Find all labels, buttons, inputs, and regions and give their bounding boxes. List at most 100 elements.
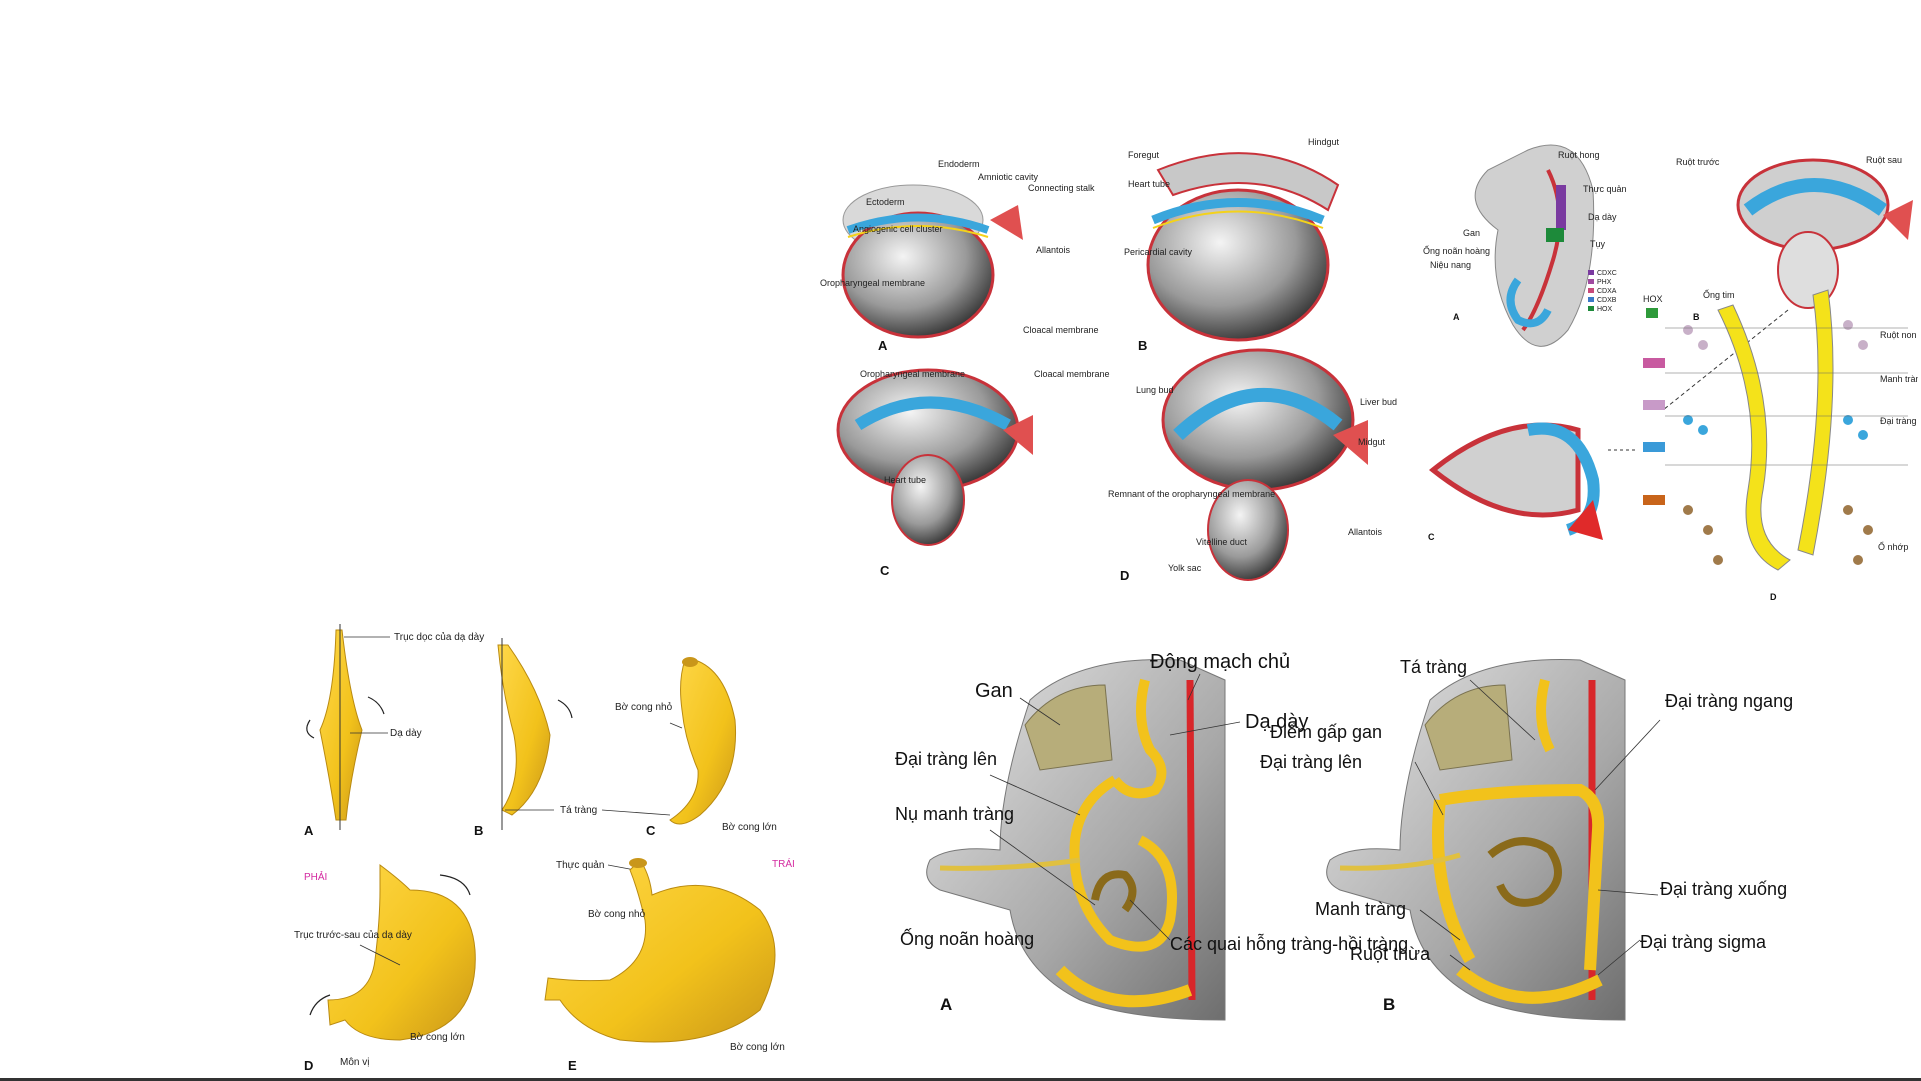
label-stage-a: A xyxy=(878,338,888,353)
legend-item-1: PHX xyxy=(1597,279,1612,286)
label-oropharyngeal: Oropharyngeal membrane xyxy=(820,278,925,288)
label-tuy: Tụy xyxy=(1590,239,1606,249)
label-ruot-non: Ruột non xyxy=(1880,330,1917,340)
panel-embryo-folding: Endoderm Amniotic cavity Ectoderm Connec… xyxy=(818,125,1418,595)
label-ruot-thua: Ruột thừa xyxy=(1350,944,1431,964)
label-midgut: Midgut xyxy=(1358,437,1386,447)
stomach-stage-d xyxy=(309,863,476,1041)
label-hox-a: A xyxy=(1453,312,1460,322)
label-nieu-nang: Niệu nang xyxy=(1430,260,1471,270)
hox-legend: CDXC PHX CDXA CDXB HOX xyxy=(1588,270,1617,313)
stomach-stage-c xyxy=(669,657,737,825)
legend-item-2: CDXA xyxy=(1597,288,1617,295)
label-yolk-sac: Yolk sac xyxy=(1168,563,1202,573)
hox-stage-d xyxy=(1643,289,1908,571)
label-stage-b: B xyxy=(1138,338,1147,353)
label-dai-trang: Đại tràng xyxy=(1880,416,1917,426)
label-truc-doc: Trục dọc của dạ dày xyxy=(394,631,484,643)
label-ong-noan-hoang: Ống noãn hoàng xyxy=(900,928,1034,949)
label-manh-trang: Manh tràng xyxy=(1315,899,1406,919)
hox-stage-a xyxy=(1474,144,1595,347)
fold-stage-a xyxy=(841,184,1023,339)
label-da-day-b: Dạ dày xyxy=(1245,711,1308,733)
label-stomach-b: B xyxy=(474,823,483,838)
label-ong-tim: Ống tim xyxy=(1703,289,1735,300)
label-stomach-c: C xyxy=(646,823,656,838)
label-ta-trang: Tá tràng xyxy=(1400,657,1467,677)
label-bo-cong-lon-c: Bờ cong lớn xyxy=(722,822,777,833)
label-midgut-b: B xyxy=(1383,995,1395,1014)
label-hox-d: D xyxy=(1770,592,1777,602)
embryo-folding-figure: Endoderm Amniotic cavity Ectoderm Connec… xyxy=(820,137,1397,583)
panel-midgut: Gan Động mạch chủ Đại tràng lên Dạ dày N… xyxy=(880,640,1910,1070)
label-cloacal-c: Cloacal membrane xyxy=(1034,369,1110,379)
legend-item-3: CDXB xyxy=(1597,297,1617,304)
label-o-nhop: Ổ nhớp xyxy=(1878,541,1908,552)
stomach-stage-b xyxy=(497,638,573,830)
label-thuc-quan: Thực quản xyxy=(1583,184,1627,194)
label-bo-cong-lon-d: Bờ cong lớn xyxy=(410,1032,465,1043)
label-allantois-d: Allantois xyxy=(1348,527,1383,537)
label-allantois: Allantois xyxy=(1036,245,1071,255)
legend-item-0: CDXC xyxy=(1597,270,1617,277)
panel-stomach-rotation: Trục dọc của dạ dày Dạ dày A B Bờ cong n… xyxy=(290,620,810,1075)
label-thuc-quan-e: Thực quản xyxy=(556,860,604,871)
label-heart-tube: Heart tube xyxy=(1128,179,1170,189)
label-cloacal: Cloacal membrane xyxy=(1023,325,1099,335)
label-truc-truoc-sau: Trục trước-sau của dạ dày xyxy=(294,929,412,941)
label-da-day-a: Dạ dày xyxy=(390,728,422,739)
hox-stage-c xyxy=(1428,422,1603,540)
label-remnant: Remnant of the oropharyngeal membrane xyxy=(1108,489,1275,499)
label-endoderm: Endoderm xyxy=(938,159,980,169)
label-gan-a: Gan xyxy=(975,680,1013,702)
label-trai: TRÁI xyxy=(772,857,795,870)
label-bo-cong-nho: Bờ cong nhỏ xyxy=(615,701,673,713)
fold-stage-b xyxy=(1146,152,1340,342)
bottom-border xyxy=(0,1078,1921,1081)
label-midgut-a: A xyxy=(940,995,952,1014)
label-connecting: Connecting stalk xyxy=(1028,183,1095,193)
hox-gut-figure: Ruột hong Thực quản Dạ dày Gan Tụy Ống n… xyxy=(1423,144,1921,602)
label-vitelline: Vitelline duct xyxy=(1196,537,1247,547)
label-ruot-truoc: Ruột trước xyxy=(1676,157,1720,167)
label-hox-b: B xyxy=(1693,312,1700,322)
label-ong-noan: Ống noãn hoàng xyxy=(1423,245,1490,256)
label-da-day: Dạ dày xyxy=(1588,212,1617,222)
label-hindgut: Hindgut xyxy=(1308,137,1340,147)
midgut-stage-b xyxy=(1326,659,1626,1021)
label-heart-c: Heart tube xyxy=(884,475,926,485)
label-cac-quai: Các quai hỗng tràng-hồi tràng xyxy=(1170,933,1408,954)
label-gan: Gan xyxy=(1463,228,1480,238)
label-oroph-c: Oropharyngeal membrane xyxy=(860,369,965,379)
fold-stage-c xyxy=(836,368,1033,546)
label-stomach-e: E xyxy=(568,1058,577,1073)
label-angiogenic: Angiogenic cell cluster xyxy=(853,224,943,234)
label-pericardial: Pericardial cavity xyxy=(1124,247,1193,257)
label-stomach-a: A xyxy=(304,823,314,838)
label-dai-trang-len-b: Đại tràng lên xyxy=(1260,752,1362,772)
label-stomach-d: D xyxy=(304,1058,313,1073)
label-ruot-hong: Ruột hong xyxy=(1558,150,1600,160)
label-amniotic: Amniotic cavity xyxy=(978,172,1039,182)
label-bo-cong-nho-e: Bờ cong nhỏ xyxy=(588,908,646,920)
fold-stage-d xyxy=(1161,348,1368,581)
stomach-stage-e xyxy=(544,858,776,1043)
label-diem-gap-gan: Điểm gấp gan xyxy=(1270,722,1382,742)
label-dai-trang-ngang: Đại tràng ngang xyxy=(1665,691,1793,711)
label-mon-vi: Môn vị xyxy=(340,1057,369,1068)
label-dai-trang-xuong: Đại tràng xuống xyxy=(1660,879,1787,899)
label-ta-trang: Tá tràng xyxy=(560,805,597,816)
label-stage-c: C xyxy=(880,563,890,578)
stomach-rotation-figure: Trục dọc của dạ dày Dạ dày A B Bờ cong n… xyxy=(294,624,795,1073)
label-hox-c: C xyxy=(1428,532,1435,542)
label-dai-trang-sigma: Đại tràng sigma xyxy=(1640,932,1767,952)
legend-item-4: HOX xyxy=(1597,306,1613,313)
label-foregut: Foregut xyxy=(1128,150,1160,160)
hox-stage-b xyxy=(1736,158,1913,309)
panel-hox-gut: Ruột hong Thực quản Dạ dày Gan Tụy Ống n… xyxy=(1418,130,1921,610)
label-manh-trang: Manh tràng xyxy=(1880,374,1918,384)
midgut-stage-a xyxy=(926,659,1226,1021)
label-ruot-sau: Ruột sau xyxy=(1866,155,1902,165)
label-dong-mach-chu: Động mạch chủ xyxy=(1150,651,1290,673)
arrow-b-to-c xyxy=(1662,309,1789,411)
